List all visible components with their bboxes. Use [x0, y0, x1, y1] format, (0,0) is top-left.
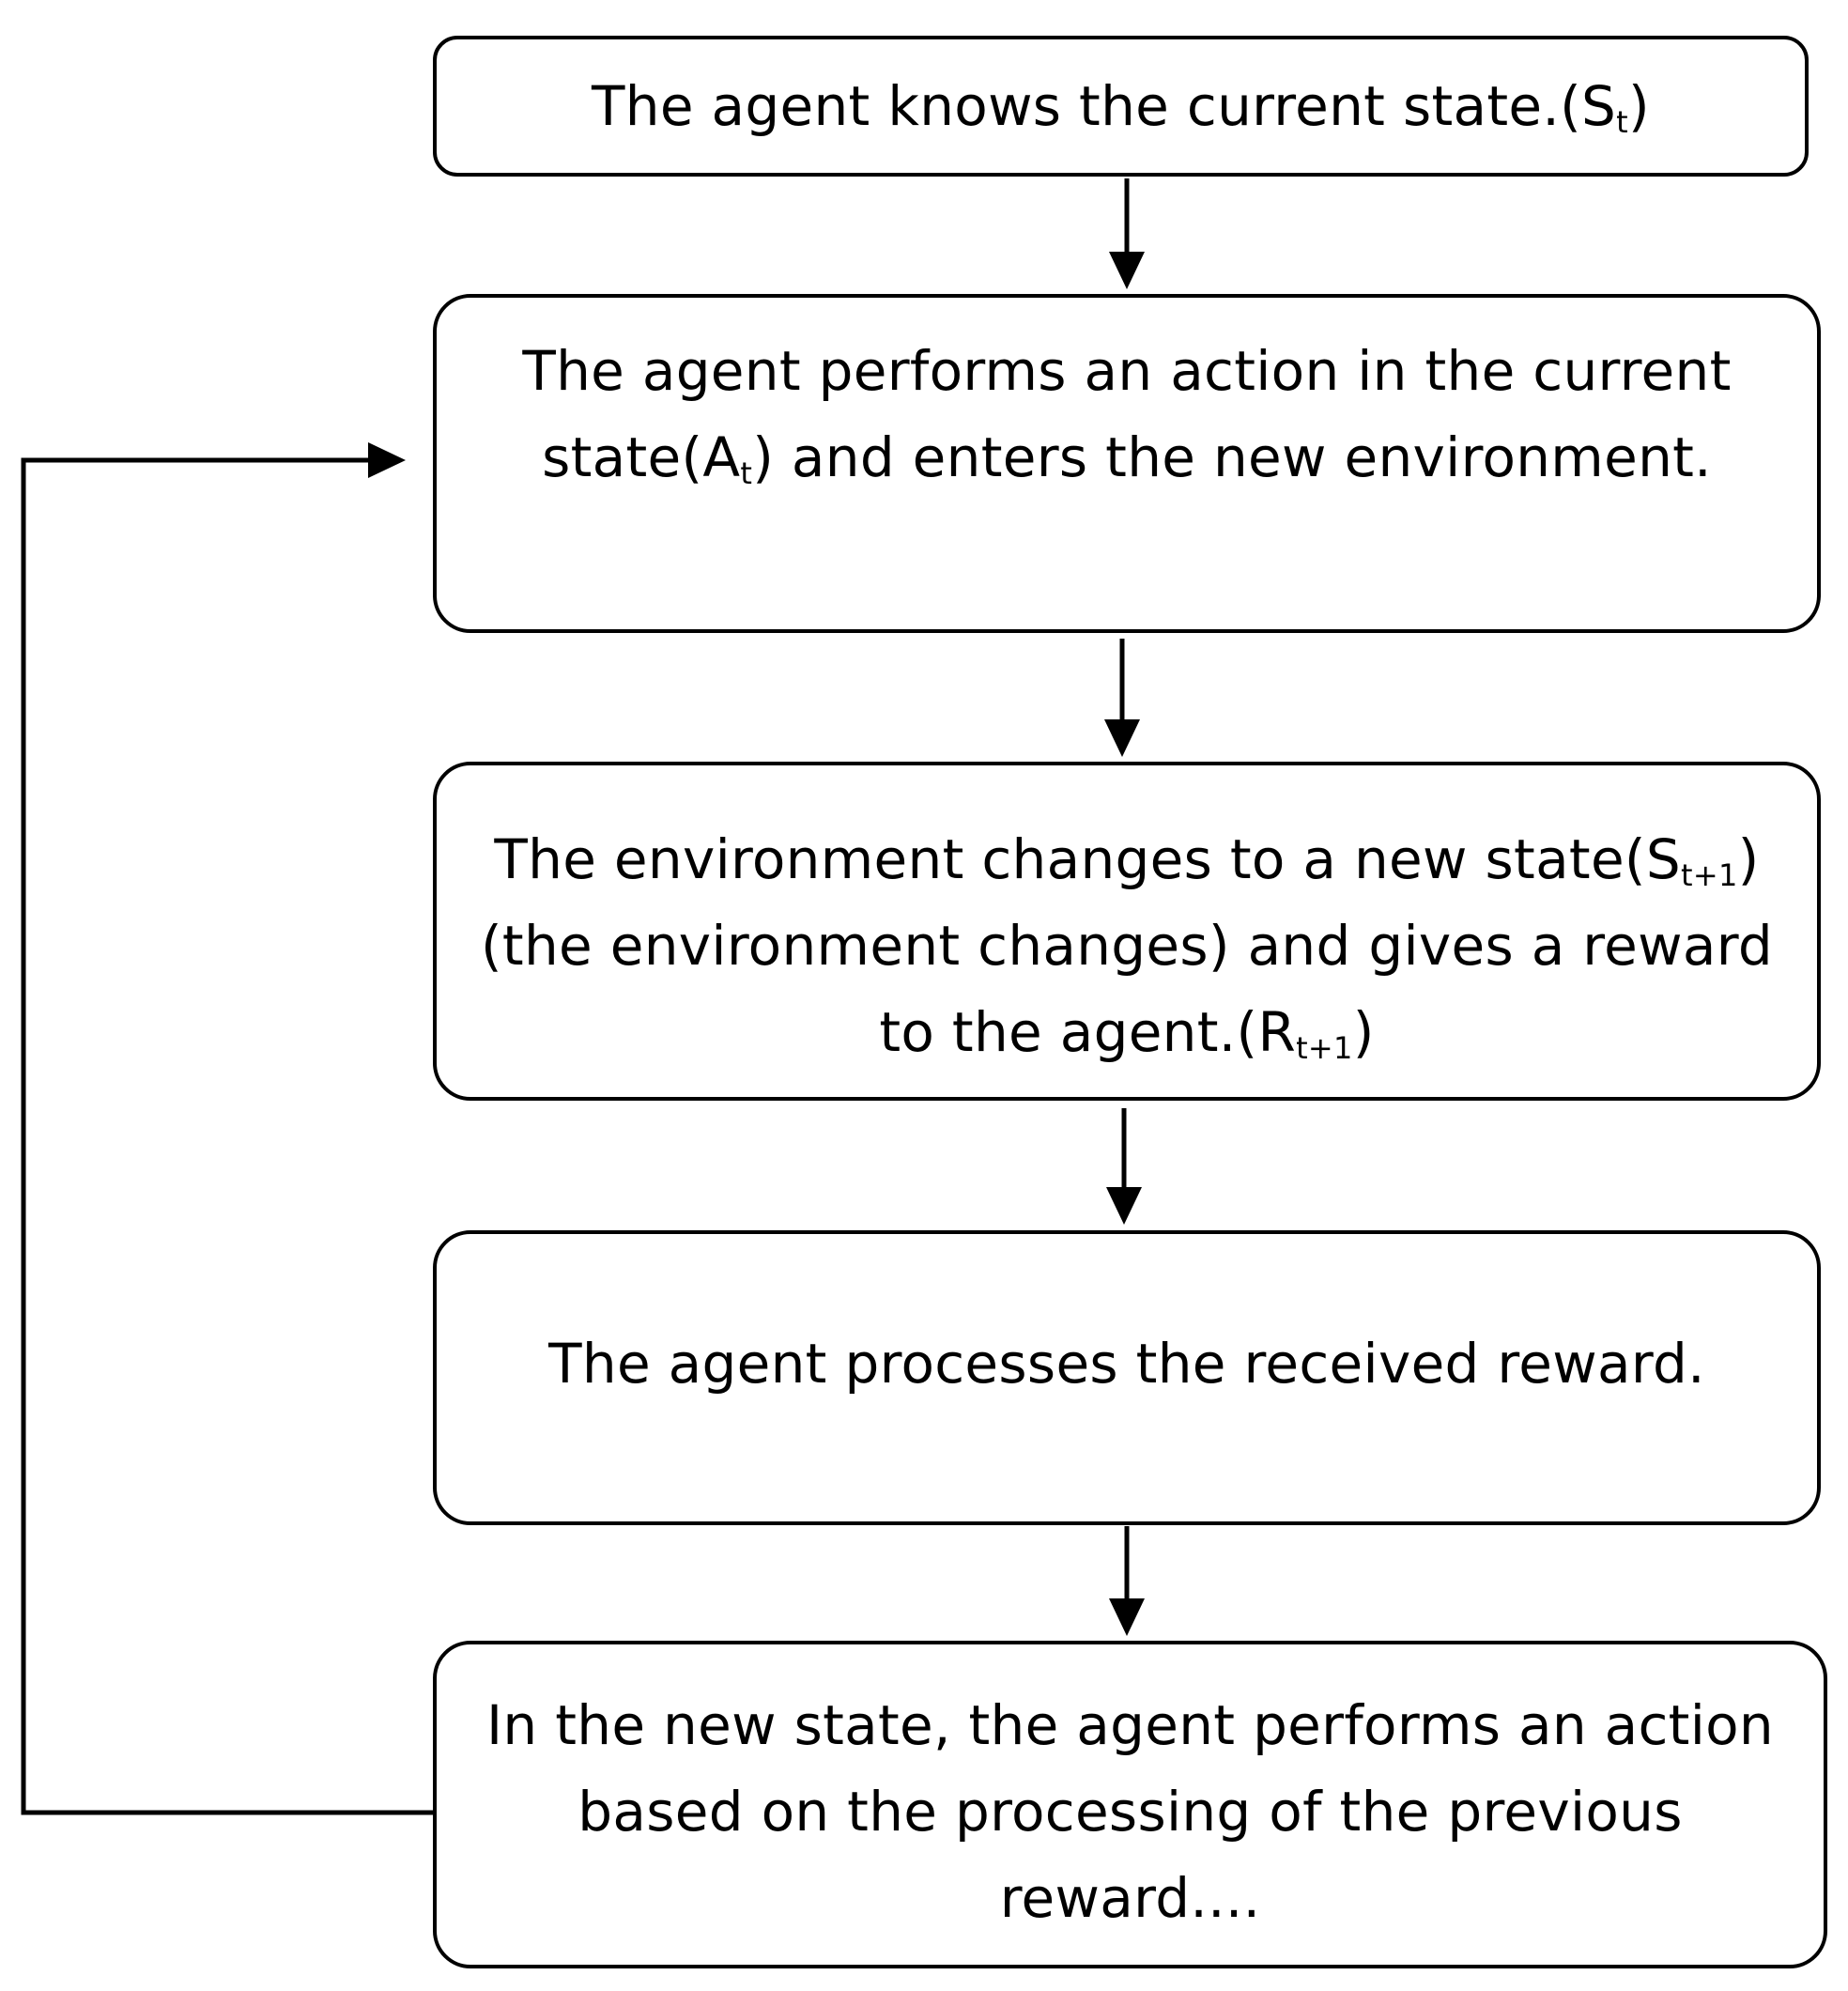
step-text-know-state: The agent knows the current state.(St): [592, 63, 1650, 149]
feedback-loop-head: [368, 442, 406, 478]
step-3-line-1-subscript: t+1: [1680, 857, 1738, 893]
step-2-line-2-tail: ) and enters the new environment.: [752, 425, 1712, 489]
step-3-line-3-subscript: t+1: [1296, 1030, 1353, 1066]
arrow-3-to-4-head: [1106, 1187, 1142, 1225]
arrow-4-to-5-head: [1109, 1598, 1145, 1636]
step-3-line-1-tail: ): [1737, 827, 1760, 891]
step-text-environment-changes: The environment changes to a new state(S…: [481, 816, 1773, 1075]
step-3-line-2-text: (the environment changes) and gives a re…: [480, 914, 1773, 978]
step-2-line-1-text: The agent performs an action in the curr…: [522, 339, 1732, 403]
step-5-line-1-text: In the new state, the agent performs an …: [486, 1693, 1774, 1757]
step-text-new-action: In the new state, the agent performs an …: [486, 1682, 1774, 1941]
arrow-1-to-2-head: [1109, 252, 1145, 289]
step-text-process-reward: The agent processes the received reward.: [548, 1320, 1705, 1407]
step-1-line-1-text: The agent knows the current state.(S: [592, 74, 1617, 138]
step-4-line-1-text: The agent processes the received reward.: [548, 1332, 1705, 1396]
step-2-line-2-subscript: t: [740, 455, 753, 491]
arrow-2-to-3-head: [1104, 719, 1140, 757]
step-5-line-3-text: reward....: [999, 1866, 1261, 1930]
step-box-process-reward: The agent processes the received reward.: [433, 1230, 1821, 1525]
step-text-perform-action: The agent performs an action in the curr…: [522, 328, 1731, 501]
feedback-loop-line: [21, 457, 433, 1815]
step-1-line-1-tail: ): [1628, 74, 1650, 138]
step-box-environment-changes: The environment changes to a new state(S…: [433, 762, 1821, 1101]
step-5-line-2-text: based on the processing of the previous: [578, 1780, 1683, 1844]
step-box-new-action: In the new state, the agent performs an …: [433, 1641, 1827, 1968]
step-box-know-state: The agent knows the current state.(St): [433, 36, 1809, 177]
step-2-line-2-text: state(A: [542, 425, 741, 489]
step-3-line-3-text: to the agent.(R: [879, 1000, 1297, 1064]
step-3-line-3-tail: ): [1352, 1000, 1375, 1064]
step-box-perform-action: The agent performs an action in the curr…: [433, 294, 1821, 633]
step-1-line-1-subscript: t: [1616, 104, 1629, 140]
step-3-line-1-text: The environment changes to a new state(S: [494, 827, 1681, 891]
